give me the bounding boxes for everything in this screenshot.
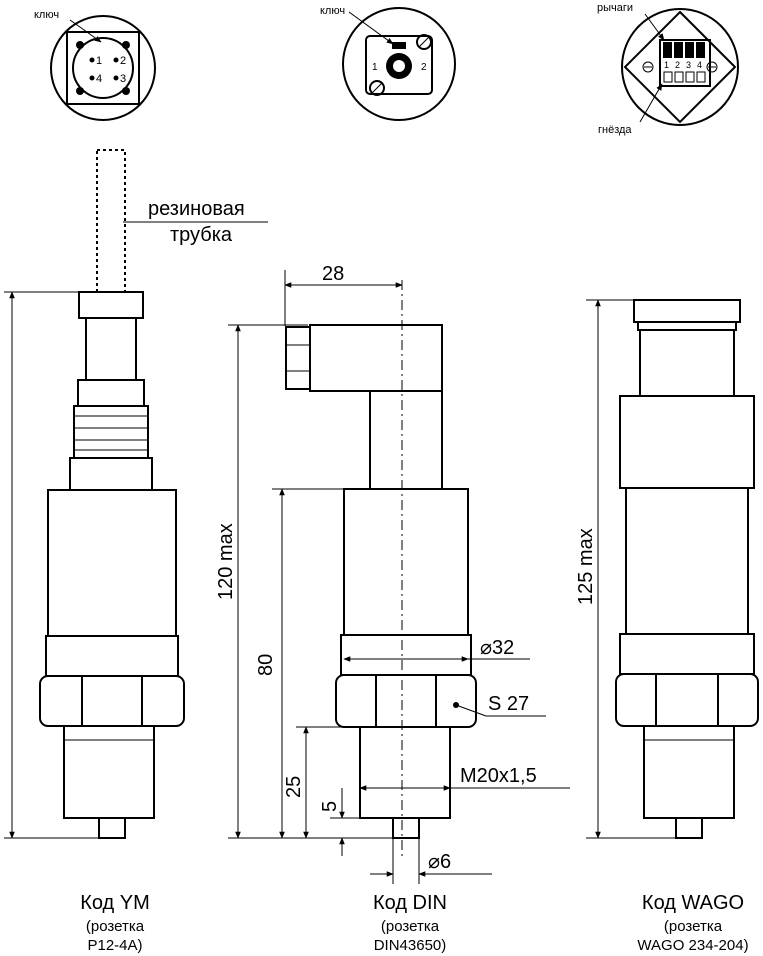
ym-pin-2: 2 xyxy=(120,55,126,67)
ym-side-view: резиновая трубка xyxy=(4,149,268,839)
ym-key-label: ключ xyxy=(34,9,59,21)
caption-wago-line1: (розетка xyxy=(664,918,723,935)
tip-diameter-dim: ⌀6 xyxy=(428,851,451,873)
wago-top-view: 1 2 3 4 рычаги гнёзда xyxy=(597,2,739,136)
din-tip-length-dim: 5 xyxy=(319,801,341,812)
ym-connector-circle xyxy=(72,37,134,99)
din-thread-length-dim: 25 xyxy=(283,776,305,798)
din-key-label: ключ xyxy=(320,5,345,17)
caption-din-line1: (розетка xyxy=(381,918,440,935)
tube-label-line1: резиновая xyxy=(148,198,245,220)
body-diameter-dim: ⌀32 xyxy=(480,637,514,659)
caption-wago-code: Код WAGO xyxy=(642,892,744,914)
ym-screw-icon xyxy=(76,41,84,49)
ym-top-view: 1 2 4 3 ключ xyxy=(34,9,156,121)
tube-label-line2: трубка xyxy=(170,224,233,246)
hex-size-dim: S 27 xyxy=(488,693,529,715)
ym-pin-1: 1 xyxy=(96,55,102,67)
wago-pin-4: 4 xyxy=(697,60,702,70)
wago-pin-1: 1 xyxy=(664,60,669,70)
wago-pin-2: 2 xyxy=(675,60,680,70)
din-connector-body xyxy=(365,35,433,95)
din-side-view: 28 120 max 80 25 5 ⌀32 S 27 M20x1,5 xyxy=(215,263,570,884)
wago-sockets-label: гнёзда xyxy=(598,124,632,136)
din-connector-housing xyxy=(309,324,443,392)
din-screw-icon xyxy=(416,34,432,50)
caption-din-line2: DIN43650) xyxy=(374,937,447,954)
caption-ym-line1: (розетка xyxy=(86,918,145,935)
din-width-dim: 28 xyxy=(322,263,344,285)
wago-levers-label: рычаги xyxy=(597,2,633,14)
din-top-view: 1 2 ключ xyxy=(320,5,456,121)
caption-ym-code: Код YM xyxy=(80,892,150,914)
din-key-notch xyxy=(392,42,406,49)
wago-side-view: 125 max xyxy=(575,299,759,839)
ym-pin-4: 4 xyxy=(96,73,102,85)
thread-dim: M20x1,5 xyxy=(460,765,537,787)
wago-terminal-block xyxy=(659,39,711,87)
ym-screw-icon xyxy=(122,41,130,49)
din-pin-2: 2 xyxy=(421,62,427,73)
ym-pin-3: 3 xyxy=(120,73,126,85)
ym-screw-icon xyxy=(76,87,84,95)
rubber-tube xyxy=(96,149,126,293)
ym-flange-square xyxy=(66,31,140,105)
wago-height-dim: 125 max xyxy=(575,528,597,605)
caption-wago-line2: WAGO 234-204) xyxy=(637,937,748,954)
din-pin-1: 1 xyxy=(372,62,378,73)
din-screw-icon xyxy=(369,80,385,96)
caption-ym-line2: P12-4A) xyxy=(87,937,142,954)
din-body-dim: 80 xyxy=(255,654,277,676)
wago-flange-diamond xyxy=(623,10,737,124)
captions: Код YM (розетка P12-4A) Код DIN (розетка… xyxy=(80,892,748,954)
din-outer-circle xyxy=(342,7,456,121)
ym-screw-icon xyxy=(122,87,130,95)
wago-pin-3: 3 xyxy=(686,60,691,70)
ym-outer-circle xyxy=(50,15,156,121)
wago-outer-circle xyxy=(621,8,739,126)
din-height-dim: 120 max xyxy=(215,523,237,600)
caption-din-code: Код DIN xyxy=(373,892,447,914)
